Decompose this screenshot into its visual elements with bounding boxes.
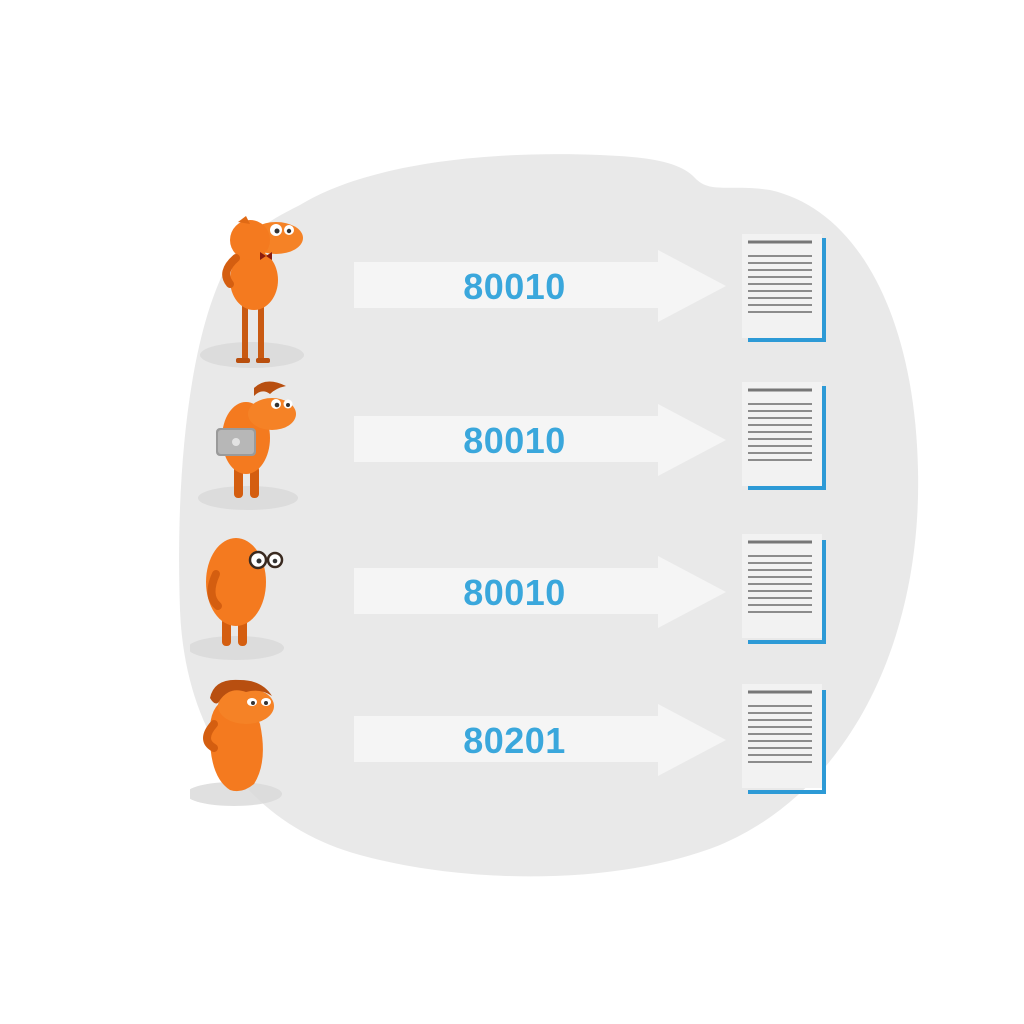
- row-4: 80201: [0, 666, 1024, 816]
- row-1: 80010: [0, 212, 1024, 368]
- right-arrow-icon: [352, 212, 732, 362]
- document-icon: [738, 666, 838, 816]
- tall-character-bowtie-icon: [190, 212, 320, 368]
- character-with-hair-icon: [190, 666, 320, 816]
- character-with-laptop-icon: [190, 366, 320, 516]
- code-label: 80010: [463, 572, 566, 613]
- right-arrow-icon: [352, 366, 732, 516]
- row-3: 80010: [0, 518, 1024, 668]
- code-label: 80201: [463, 720, 566, 761]
- row-2: 80010: [0, 366, 1024, 516]
- document-icon: [738, 212, 838, 362]
- code-label: 80010: [463, 266, 566, 307]
- character-with-glasses-icon: [190, 518, 320, 668]
- document-icon: [738, 366, 838, 516]
- right-arrow-icon: [352, 518, 732, 668]
- blob-shape: [179, 154, 919, 877]
- document-icon: [738, 518, 838, 668]
- code-label: 80010: [463, 420, 566, 461]
- right-arrow-icon: [352, 666, 732, 816]
